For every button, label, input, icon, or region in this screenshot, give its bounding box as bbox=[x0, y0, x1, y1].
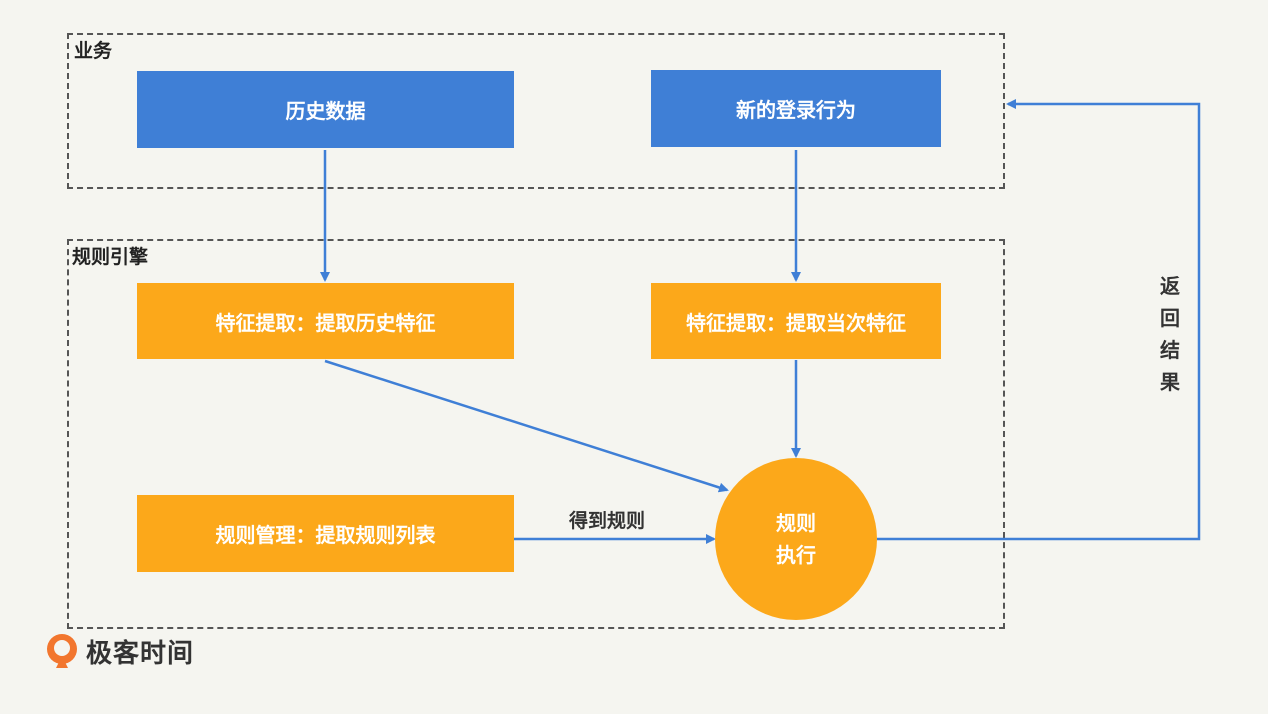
rule-execution-line1: 规则 bbox=[776, 511, 816, 535]
business-group bbox=[67, 33, 1005, 189]
return-char-3: 结 bbox=[1160, 338, 1180, 362]
geektime-logo: 极客时间 bbox=[44, 632, 194, 670]
edge-exec-return-result bbox=[877, 99, 1201, 541]
geektime-logo-icon bbox=[47, 634, 77, 668]
business-group-label: 业务 bbox=[74, 40, 113, 62]
return-char-4: 果 bbox=[1160, 370, 1180, 394]
node-rule-management: 规则管理：提取规则列表 bbox=[137, 495, 514, 572]
edge-feature-history-to-exec bbox=[324, 359, 729, 493]
node-feature-history: 特征提取：提取历史特征 bbox=[137, 283, 514, 359]
node-feature-current: 特征提取：提取当次特征 bbox=[651, 283, 941, 359]
edge-label-return-result: 返 回 结 果 bbox=[1158, 270, 1182, 398]
rule-engine-group-label: 规则引擎 bbox=[72, 246, 149, 268]
return-char-1: 返 bbox=[1160, 274, 1180, 298]
rule-engine-group bbox=[67, 239, 1005, 629]
node-rule-execution: 规则 执行 bbox=[715, 458, 877, 620]
return-char-2: 回 bbox=[1160, 306, 1180, 330]
node-new-login: 新的登录行为 bbox=[651, 70, 941, 147]
geektime-logo-text: 极客时间 bbox=[86, 638, 195, 669]
node-history-data: 历史数据 bbox=[137, 71, 514, 148]
edge-label-get-rules: 得到规则 bbox=[569, 510, 646, 532]
rule-execution-line2: 执行 bbox=[776, 543, 816, 567]
